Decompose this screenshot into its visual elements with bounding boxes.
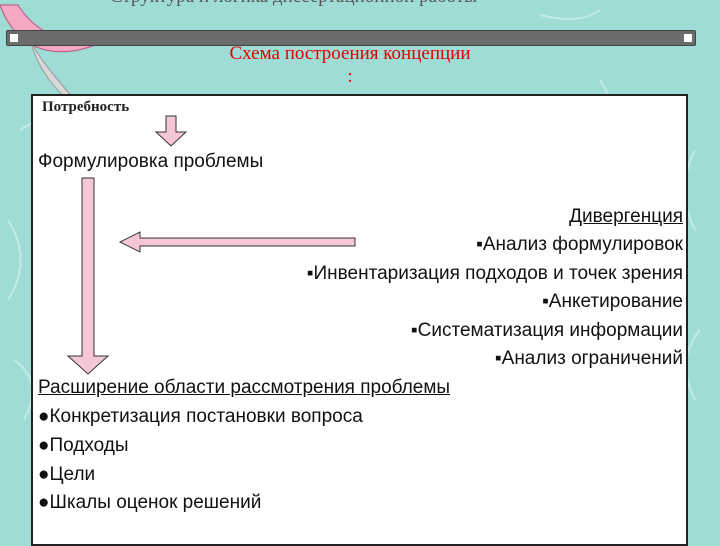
diagram-panel — [31, 94, 688, 546]
diagram-title-colon: : — [347, 66, 353, 87]
divergence-heading: Дивергенция — [569, 206, 683, 227]
title-bar-decoration — [6, 30, 696, 46]
expansion-item: ●Шкалы оценок решений — [38, 492, 262, 513]
diagram-title: Схема построения концепции : — [160, 42, 540, 88]
divergence-item: ▪Анализ формулировок — [476, 234, 683, 255]
expansion-item: ●Конкретизация постановки вопроса — [38, 406, 363, 427]
divergence-item: ▪Систематизация информации — [410, 320, 683, 341]
divergence-item: ▪Анализ ограничений — [494, 348, 683, 369]
expansion-heading: Расширение области рассмотрения проблемы — [38, 377, 451, 398]
divergence-item: ▪Инвентаризация подходов и точек зрения — [306, 263, 683, 284]
left-arrow — [118, 231, 356, 253]
diagram-title-line: Схема построения концепции — [229, 43, 471, 64]
expansion-item: ●Подходы — [38, 435, 129, 456]
divergence-item: ▪Анкетирование — [542, 291, 683, 312]
expansion-item: ●Цели — [38, 464, 96, 485]
slide-title: Структура и логика диссертационной работ… — [110, 0, 630, 8]
down-arrow-small — [154, 115, 188, 147]
down-arrow-long — [66, 177, 110, 375]
need-label: Потребность — [42, 99, 130, 115]
problem-formulation: Формулировка проблемы — [38, 151, 264, 172]
